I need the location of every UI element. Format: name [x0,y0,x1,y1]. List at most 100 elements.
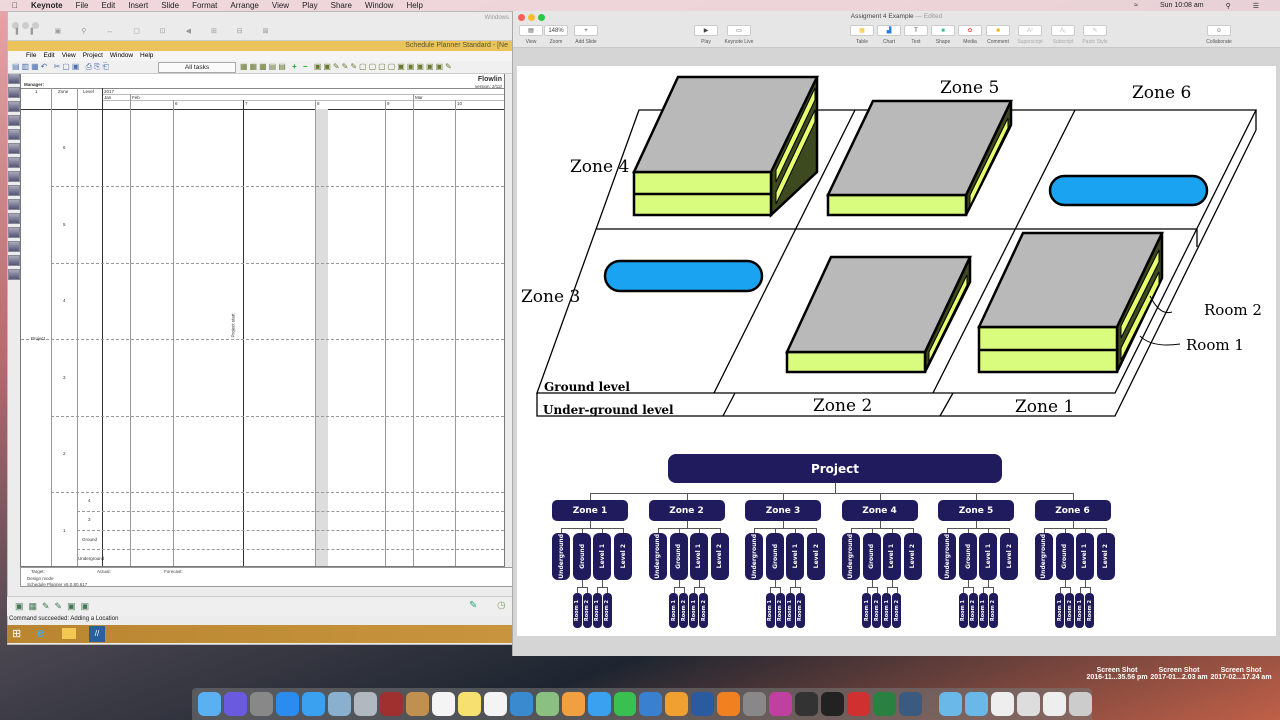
report-tool-icon[interactable] [8,269,20,280]
comment-button[interactable]: ■ [986,25,1010,36]
subscript-button[interactable]: A₁ [1051,25,1075,36]
menu-window[interactable]: Window [359,1,393,10]
menu-share[interactable]: Share [324,1,352,10]
spotlight-icon[interactable]: ⚲ [1225,2,1231,10]
histogram-tool-icon[interactable] [8,157,20,168]
finder-icon[interactable] [198,692,221,716]
siri-icon[interactable] [223,692,247,716]
app-menu-window[interactable]: Window [109,52,134,59]
dictionary-icon[interactable] [379,692,403,716]
collaborate-button[interactable]: ☺ [1207,25,1231,36]
launchpad-icon[interactable] [249,692,273,716]
preview-icon[interactable] [327,692,351,716]
sheet-tool-icon[interactable] [8,227,20,238]
color-tool-icon[interactable] [8,143,20,154]
add-slide-button[interactable]: + [574,25,598,36]
filter-tool-icon[interactable] [8,255,20,266]
superscript-button[interactable]: A¹ [1018,25,1042,36]
cube-tool-icon[interactable] [8,213,20,224]
chart-button[interactable]: ▟ [877,25,901,36]
menu-help[interactable]: Help [400,1,422,10]
photos-icon[interactable] [561,692,585,716]
schedule-planner-taskbar-icon[interactable]: // [89,626,105,642]
edit-mode-icon[interactable]: ✎ [469,600,478,611]
view-tab-icons[interactable]: ▣▦✎✎▣▣ [15,601,95,611]
menu-edit[interactable]: Edit [95,1,115,10]
ibooks-icon[interactable] [717,692,741,716]
clock[interactable]: Sun 10:08 am [1159,2,1204,9]
app-store-icon[interactable] [275,692,299,716]
menu-format[interactable]: Format [186,1,217,10]
parallels-icon[interactable] [847,692,871,716]
contacts-icon[interactable] [405,692,429,716]
notification-center-icon[interactable]: ☰ [1252,2,1259,10]
minimize-button[interactable] [528,14,535,21]
calendar-icon[interactable] [431,692,455,716]
zoom-dropdown[interactable]: 148% [544,25,568,36]
link-tool-icon[interactable] [8,199,20,210]
table-tool-icon[interactable] [8,171,20,182]
play-button[interactable]: ▶ [694,25,718,36]
menu-file[interactable]: File [69,1,89,10]
grid-tool-icon[interactable] [8,87,20,98]
maps-icon[interactable] [535,692,559,716]
box-tool-icon[interactable] [8,101,20,112]
menu-app[interactable]: Keynote [25,1,63,10]
applications-folder-icon[interactable] [939,692,963,716]
activity-monitor-icon[interactable] [795,692,819,716]
task-filter-dropdown[interactable]: All tasks [158,62,236,73]
documents-folder-icon[interactable] [965,692,989,716]
system-preferences-icon[interactable] [743,692,767,716]
trash-icon[interactable] [1068,692,1092,716]
zoom-button[interactable] [538,14,545,21]
close-button[interactable] [12,22,19,29]
view-button[interactable]: ▤ [519,25,543,36]
keyboard-viewer-icon[interactable] [769,692,793,716]
internet-explorer-icon[interactable]: e [37,625,45,640]
menu-insert[interactable]: Insert [122,1,148,10]
app-menu-help[interactable]: Help [140,52,154,59]
media-button[interactable]: ✿ [958,25,982,36]
camino-icon[interactable] [821,692,845,716]
keynote-live-button[interactable]: ▭ [727,25,751,36]
close-button[interactable] [518,14,525,21]
reminders-icon[interactable] [483,692,507,716]
chart-tool-icon[interactable] [8,241,20,252]
menu-view[interactable]: View [265,1,289,10]
quicktime-icon[interactable] [899,692,923,716]
facetime-icon[interactable] [613,692,637,716]
paste-style-button[interactable]: ✎ [1083,25,1107,36]
menu-slide[interactable]: Slide [155,1,179,10]
timer-icon[interactable]: ◷ [497,600,506,611]
gantt-tool-icon[interactable] [8,129,20,140]
excel-icon[interactable] [873,692,897,716]
document-2-icon[interactable] [1017,692,1040,716]
keynote-icon[interactable] [639,692,663,716]
toolbar-icons-left[interactable]: ▤▥▦↶ ✂▢▣ ⎙⎘⎗ [12,62,111,71]
safari-icon[interactable] [301,692,325,716]
zoom-button[interactable] [32,22,39,29]
document-1-icon[interactable] [991,692,1015,716]
network-tool-icon[interactable] [8,185,20,196]
photo-browser-icon[interactable] [353,692,377,716]
notes-icon[interactable] [457,692,481,716]
word-icon[interactable] [691,692,715,716]
vm-toolbar-icons[interactable]: ❚❚ ▣ ⚲ ↔ ▢ ⊡ ◀ ⊞ ⊟ ⊠ [14,28,278,35]
flowline-tool-icon[interactable] [8,115,20,126]
toolbar-icons-right[interactable]: ▦▦▦▤▤ + − ▣▣✎✎✎▢▢▢▢▣▣▣▣▣✎ [240,62,454,71]
file-explorer-icon[interactable] [62,628,76,639]
app-menu-edit[interactable]: Edit [43,52,55,59]
shape-button[interactable]: ■ [931,25,955,36]
pages-icon[interactable] [665,692,689,716]
document-3-icon[interactable] [1043,692,1066,716]
minimize-button[interactable] [22,22,29,29]
wifi-icon[interactable]: ≈ [1134,2,1138,9]
apple-icon[interactable]:  [12,1,18,10]
app-menu-view[interactable]: View [61,52,76,59]
menu-play[interactable]: Play [296,1,318,10]
table-button[interactable]: ▦ [850,25,874,36]
app-menu-project[interactable]: Project [82,52,103,59]
